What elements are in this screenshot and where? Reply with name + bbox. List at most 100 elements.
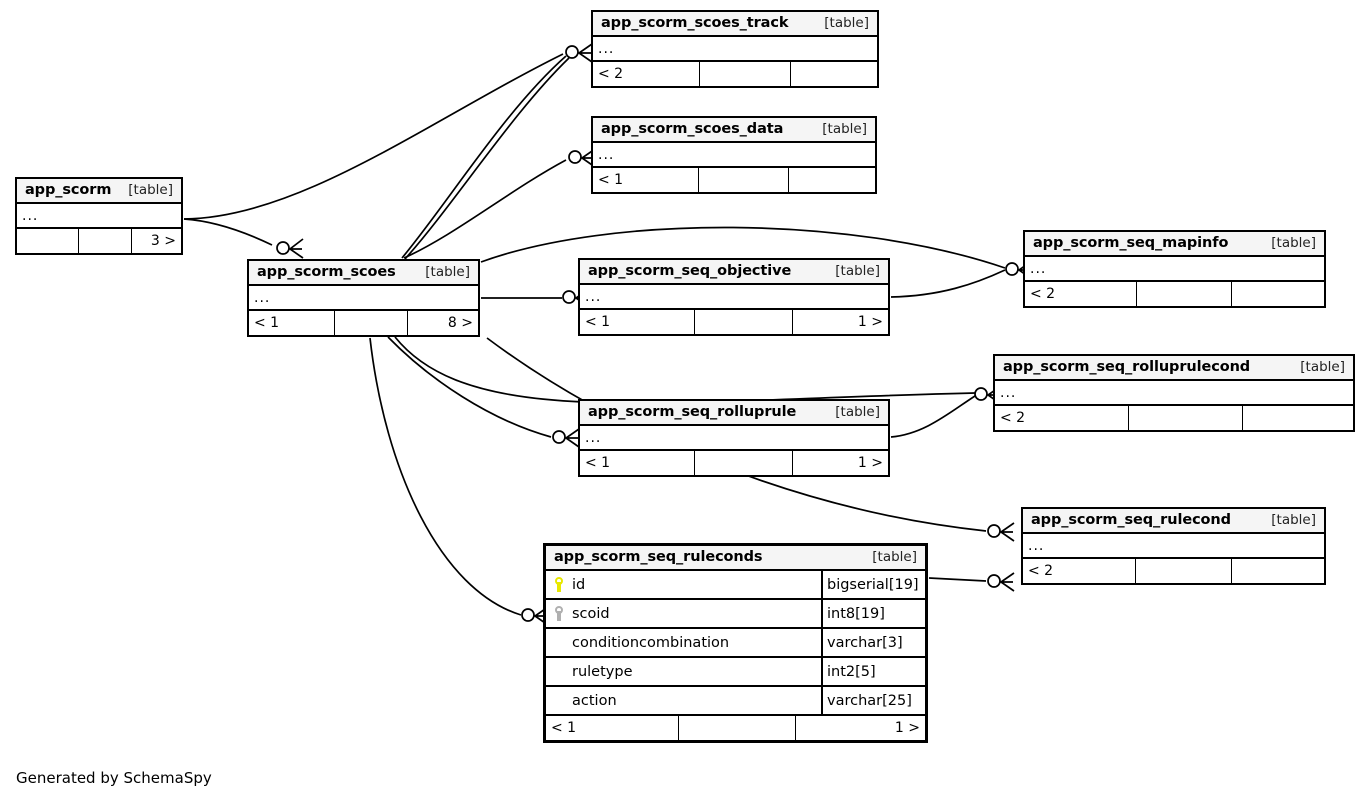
table-name: app_scorm_seq_rulecond: [1031, 512, 1231, 528]
table-title-bar: app_scorm_seq_rulecond [table]: [1023, 509, 1324, 534]
endpoint-circle-seq-mapinfo: [1005, 262, 1019, 276]
table-footer-cell-2: 3 >: [150, 233, 176, 249]
table-collapsed-columns: ...: [580, 285, 888, 310]
table-footer-cell-2: 1 >: [894, 720, 920, 736]
table-title-bar: app_scorm_seq_ruleconds[table]: [546, 546, 925, 571]
table-footer: < 2: [1025, 282, 1324, 306]
table-footer-cell-0: < 1: [580, 310, 695, 334]
table-footer-cell-1: [79, 229, 132, 253]
edge-app_scorm_scoes-to-seq_rolluprulecond: [394, 336, 976, 405]
column-name-label: scoid: [572, 605, 610, 622]
table-footer: < 2: [593, 62, 877, 86]
table-title-bar: app_scorm_scoes_track [table]: [593, 12, 877, 37]
table-title-bar: app_scorm [table]: [17, 179, 181, 204]
edge-seq_rolluprule-to-seq_rolluprulecond: [890, 395, 976, 438]
edge-app_scorm-to-app_scorm_scoes: [183, 218, 273, 246]
endpoint-circle-seq-ruleconds: [521, 608, 535, 622]
table-footer: < 1 8 >: [249, 311, 478, 335]
column-name-label: action: [572, 692, 617, 709]
table-footer-cell-2: [1243, 406, 1353, 430]
table-node-app_scorm_scoes_track[interactable]: app_scorm_scoes_track [table]...< 2: [591, 10, 879, 88]
table-footer-cell-2: [1232, 559, 1324, 583]
endpoint-circle-scoes: [276, 241, 290, 255]
column-name-label: id: [572, 576, 586, 593]
endpoint-circle-seq-rulecond-b: [987, 574, 1001, 588]
endpoint-circle-seq-objective: [562, 290, 576, 304]
table-column-row[interactable]: scoid int8[19]: [546, 600, 925, 629]
table-footer-cell-1: [695, 310, 793, 334]
table-node-app_scorm_seq_ruleconds[interactable]: app_scorm_seq_ruleconds[table]id bigseria…: [543, 543, 928, 743]
column-name-cell: scoid: [546, 600, 823, 627]
table-footer-cell-2: 8 >: [447, 315, 473, 331]
edge-app_scorm_scoes-to-seq_ruleconds: [369, 337, 522, 616]
table-collapsed-columns: ...: [593, 143, 875, 168]
table-node-app_scorm_seq_mapinfo[interactable]: app_scorm_seq_mapinfo[table]...< 2: [1023, 230, 1326, 308]
table-footer-cell-0: < 2: [1025, 282, 1137, 306]
column-name-label: ruletype: [572, 663, 633, 680]
edge-app_scorm-to-app_scorm_scoes_track: [183, 53, 564, 220]
edge-app_scorm_scoes-to-scoes_track: [401, 55, 567, 259]
edge-app_scorm_scoes-to-scoes_track-b: [404, 57, 570, 260]
endpoint-circle-scoes-track: [565, 45, 579, 59]
table-node-app_scorm_seq_rolluprulecond[interactable]: app_scorm_seq_rolluprulecond[table]...< …: [993, 354, 1355, 432]
table-node-app_scorm_scoes_data[interactable]: app_scorm_scoes_data [table]...< 1: [591, 116, 877, 194]
table-name: app_scorm_scoes_track: [601, 15, 789, 31]
column-name-cell: action: [546, 687, 823, 714]
table-name: app_scorm_seq_rolluprulecond: [1003, 359, 1251, 375]
table-footer-cell-1: [1137, 282, 1232, 306]
table-type-tag: [table]: [824, 15, 869, 31]
table-node-app_scorm_seq_rulecond[interactable]: app_scorm_seq_rulecond [table]...< 2: [1021, 507, 1326, 585]
table-collapsed-columns: ...: [17, 204, 181, 229]
table-name: app_scorm: [25, 182, 112, 198]
crowfoot-seq-rulecond-a: [999, 522, 1015, 542]
table-title-bar: app_scorm_seq_mapinfo[table]: [1025, 232, 1324, 257]
table-type-tag: [table]: [1300, 359, 1345, 375]
table-footer-cell-2: [1232, 282, 1324, 306]
table-footer-cell-1: [699, 168, 789, 192]
column-name-cell: id: [546, 571, 823, 598]
table-type-tag: [table]: [835, 263, 880, 279]
foreign-key-icon: [555, 606, 564, 621]
table-column-row[interactable]: id bigserial[19]: [546, 571, 925, 600]
table-collapsed-columns: ...: [593, 37, 877, 62]
crowfoot-seq-rulecond-b: [999, 572, 1015, 592]
table-footer-cell-0: < 2: [1023, 559, 1136, 583]
column-name-cell: conditioncombination: [546, 629, 823, 656]
table-footer-cell-2: [789, 168, 875, 192]
table-type-tag: [table]: [425, 264, 470, 280]
table-footer-cell-0: < 1: [546, 716, 679, 740]
column-name-cell: ruletype: [546, 658, 823, 685]
table-footer-cell-2: [791, 62, 877, 86]
table-name: app_scorm_seq_mapinfo: [1033, 235, 1229, 251]
table-footer-cell-0: < 2: [995, 406, 1129, 430]
table-footer-cell-0: < 1: [580, 451, 695, 475]
table-footer-cell-0: < 1: [593, 168, 699, 192]
table-footer: < 1: [593, 168, 875, 192]
table-footer-cell-1: [695, 451, 793, 475]
table-type-tag: [table]: [872, 549, 917, 565]
crowfoot-scoes: [288, 238, 304, 259]
table-name: app_scorm_scoes_data: [601, 121, 784, 137]
column-type-label: int8[19]: [827, 605, 885, 622]
table-footer: < 2: [1023, 559, 1324, 583]
table-footer-cell-0: < 1: [249, 311, 335, 335]
table-node-app_scorm[interactable]: app_scorm [table]... 3 >: [15, 177, 183, 255]
edge-app_scorm_scoes-to-scoes_data: [403, 159, 567, 259]
column-type-label: bigserial[19]: [827, 576, 919, 593]
table-title-bar: app_scorm_seq_rolluprule[table]: [580, 401, 888, 426]
table-type-tag: [table]: [822, 121, 867, 137]
table-type-tag: [table]: [128, 182, 173, 198]
table-collapsed-columns: ...: [1025, 257, 1324, 282]
table-name: app_scorm_seq_objective: [588, 263, 792, 279]
table-title-bar: app_scorm_scoes[table]: [249, 261, 478, 286]
table-type-tag: [table]: [1271, 512, 1316, 528]
table-collapsed-columns: ...: [1023, 534, 1324, 559]
